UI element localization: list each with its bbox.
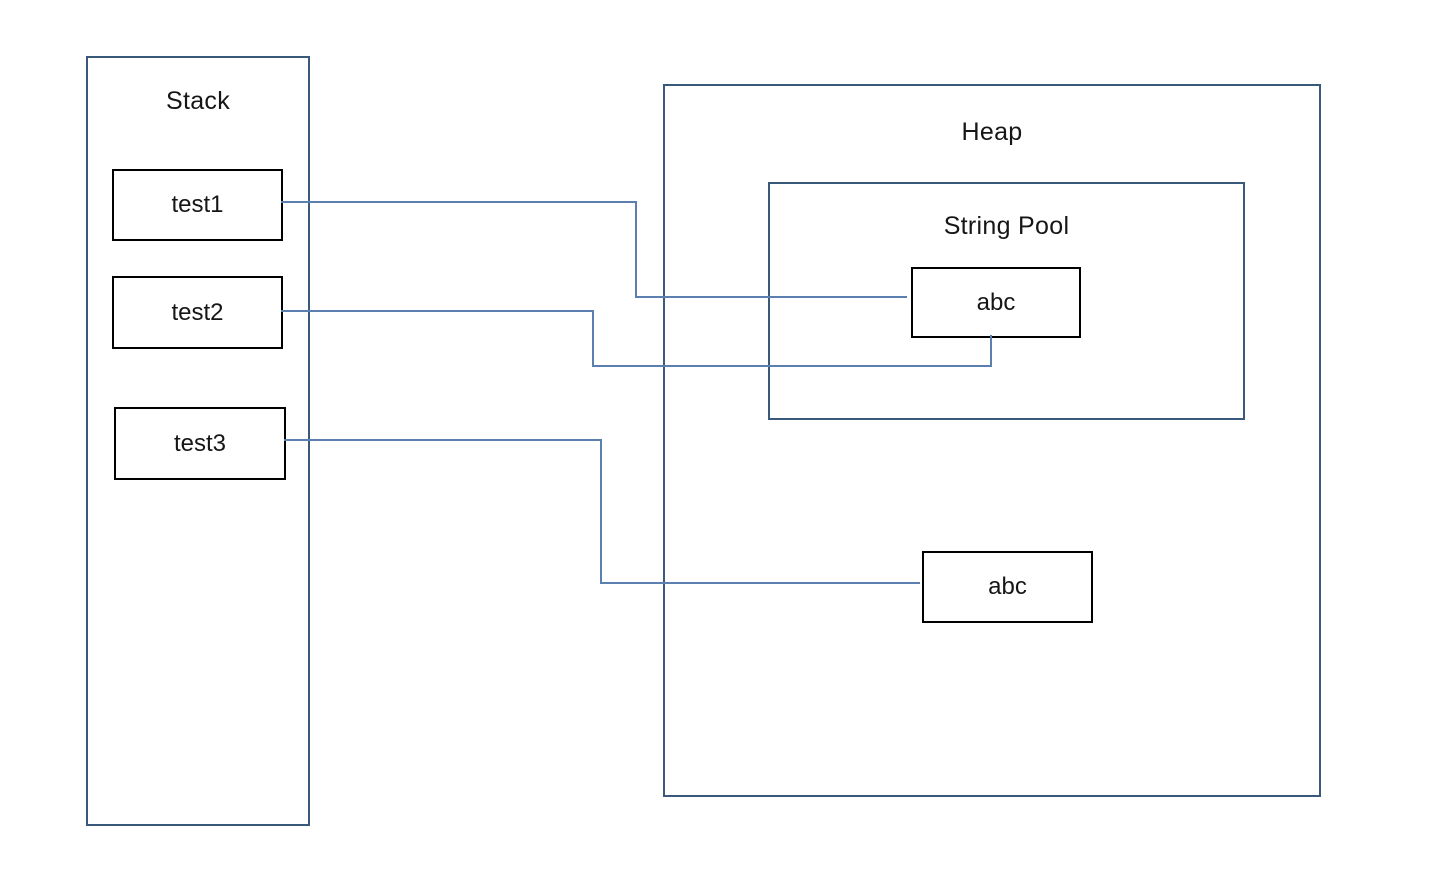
stack-title: Stack [165, 87, 231, 115]
heap-title: Heap [961, 118, 1023, 146]
string-pool-container: String Pool abc [768, 182, 1245, 420]
string-pool-object-abc: abc [911, 267, 1081, 338]
stack-variable-test3: test3 [114, 407, 286, 480]
stack-container: Stack test1 test2 test3 [86, 56, 310, 826]
stack-variable-test2: test2 [112, 276, 283, 349]
stack-variable-test1: test1 [112, 169, 283, 241]
heap-container: Heap String Pool abc abc [663, 84, 1321, 797]
heap-object-abc: abc [922, 551, 1093, 623]
string-pool-title: String Pool [943, 212, 1070, 240]
